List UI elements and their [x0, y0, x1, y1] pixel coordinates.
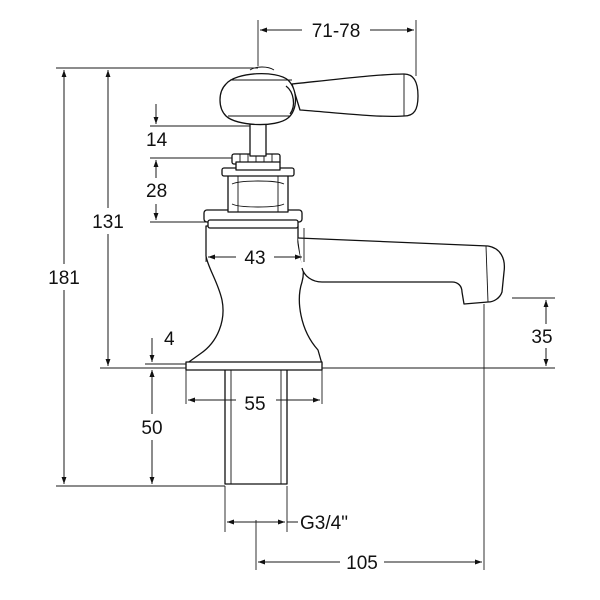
spindle	[231, 119, 281, 171]
label-total-height: 181	[48, 268, 80, 289]
dimension-labels: 71-78 181 131 14 28 43 35 4 55 50 G3/4" …	[46, 18, 560, 574]
extension-lines	[56, 20, 555, 570]
label-collar-width: 43	[244, 248, 265, 269]
base-plate	[185, 361, 323, 371]
label-base-width: 55	[244, 394, 265, 415]
label-handle-reach: 71-78	[312, 21, 361, 42]
label-height-to-base: 131	[92, 212, 124, 233]
label-handle-to-nut: 14	[146, 130, 168, 151]
shank	[224, 367, 288, 485]
label-shank-length: 50	[141, 418, 162, 439]
label-nut-height: 28	[146, 181, 167, 202]
tap-outline	[185, 66, 506, 485]
spout	[297, 237, 506, 305]
hex-nut	[221, 167, 295, 213]
label-thread: G3/4"	[300, 513, 348, 534]
lever-handle	[219, 66, 419, 126]
label-spout-height: 35	[531, 327, 552, 348]
label-spout-reach: 105	[346, 553, 378, 574]
label-flange: 4	[164, 329, 175, 350]
